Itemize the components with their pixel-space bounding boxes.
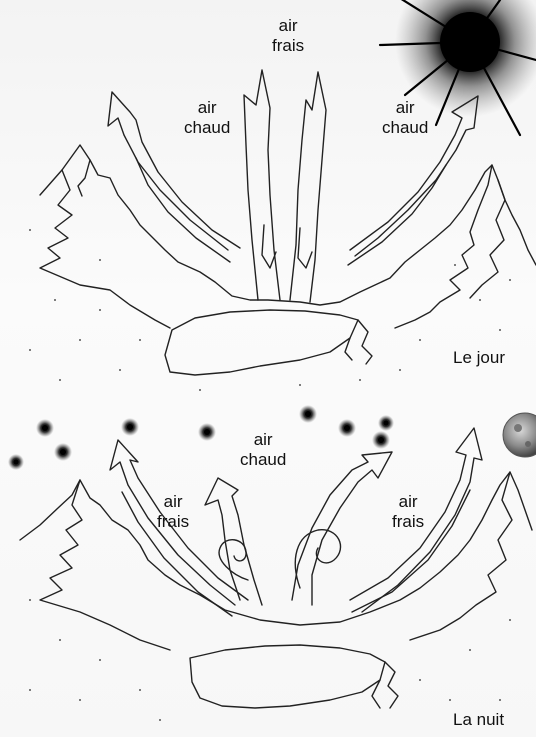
star-icon xyxy=(54,443,72,461)
night-label-cool-air-left: air frais xyxy=(157,492,189,532)
night-swirl-left xyxy=(219,540,248,580)
day-label-warm-air-right: air chaud xyxy=(382,98,428,138)
star-icon xyxy=(372,431,390,449)
star-icon xyxy=(299,405,317,423)
night-mountains xyxy=(20,472,532,625)
day-lake xyxy=(165,310,358,375)
night-label-cool-air-right: air frais xyxy=(392,492,424,532)
moon-icon xyxy=(503,413,536,457)
star-icon xyxy=(378,415,394,431)
star-icon xyxy=(198,423,216,441)
day-cool-air-arrow xyxy=(244,70,280,300)
star-icon xyxy=(8,454,24,470)
day-label-cool-air: air frais xyxy=(272,16,304,56)
night-caption: La nuit xyxy=(453,710,504,730)
day-panel xyxy=(29,0,536,391)
star-icon xyxy=(121,418,139,436)
night-warm-air-arrow-left xyxy=(205,478,262,605)
star-icon xyxy=(338,419,356,437)
night-swirl-right xyxy=(295,530,340,588)
night-warm-air-arrow-right xyxy=(292,452,392,605)
star-icon xyxy=(36,419,54,437)
day-mountains xyxy=(40,145,536,305)
day-label-warm-air-left: air chaud xyxy=(184,98,230,138)
night-lake xyxy=(190,645,385,708)
day-caption: Le jour xyxy=(453,348,505,368)
night-label-warm-air: air chaud xyxy=(240,430,286,470)
